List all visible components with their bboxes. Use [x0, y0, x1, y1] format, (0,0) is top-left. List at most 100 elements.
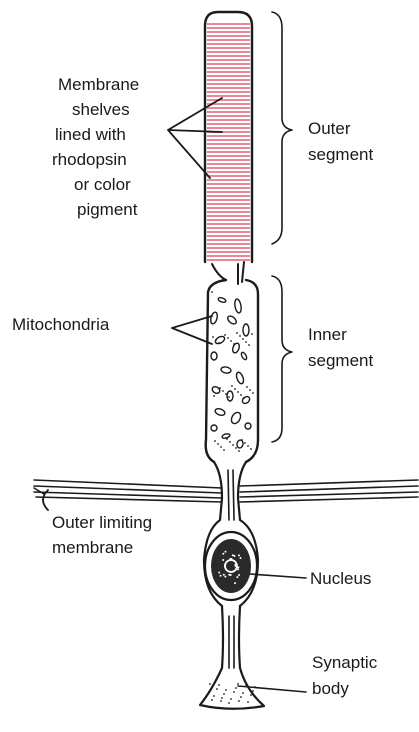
label-line: Inner — [308, 325, 347, 344]
granule — [233, 343, 235, 345]
granule — [232, 444, 234, 446]
label-mitochondria: Mitochondria — [12, 315, 110, 334]
mitochondrion — [222, 433, 231, 439]
mitochondrion — [211, 385, 221, 394]
synaptic-vesicle — [250, 694, 252, 696]
outer-limiting-membrane-band — [34, 480, 418, 502]
synaptic-vesicle — [228, 702, 230, 704]
label-line: Membrane — [58, 75, 139, 94]
granule — [217, 443, 219, 445]
granule — [251, 333, 253, 335]
label-outer-limiting-membrane: Outer limiting membrane — [52, 513, 152, 557]
synaptic-vesicle — [221, 697, 223, 699]
inner-segment-bracket — [272, 276, 292, 442]
granule — [226, 438, 228, 440]
label-line: membrane — [52, 538, 133, 557]
synaptic-vesicle — [242, 692, 244, 694]
label-membrane-shelves: Membrane shelves lined with rhodopsin or… — [52, 75, 139, 219]
label-line: shelves — [72, 100, 130, 119]
label-line: or color — [74, 175, 131, 194]
inner-segment — [206, 280, 258, 462]
granule — [220, 446, 222, 448]
label-nucleus: Nucleus — [310, 569, 371, 588]
mitochondrion — [240, 352, 247, 361]
granule — [229, 441, 231, 443]
label-line: lined with — [55, 125, 126, 144]
label-line: segment — [308, 351, 373, 370]
granule — [230, 340, 232, 342]
outer-segment — [205, 12, 252, 284]
label-line: segment — [308, 145, 373, 164]
nucleus — [205, 532, 257, 600]
synaptic-vesicle — [237, 683, 239, 685]
synaptic-vesicle — [223, 693, 225, 695]
granule — [228, 396, 230, 398]
mitochondrion — [211, 352, 217, 360]
synaptic-vesicle — [220, 700, 222, 702]
granule — [242, 338, 244, 340]
granule — [243, 397, 245, 399]
synaptic-vesicle — [230, 698, 232, 700]
mitochondrion — [243, 324, 249, 336]
granule — [247, 445, 249, 447]
granule — [236, 332, 238, 334]
label-line: pigment — [77, 200, 138, 219]
label-synaptic-body: Synaptic body — [312, 653, 378, 698]
granule — [241, 439, 243, 441]
synaptic-vesicle — [209, 683, 211, 685]
mitochondrion — [221, 366, 232, 374]
granule — [240, 394, 242, 396]
granule — [244, 442, 246, 444]
mitochondrion — [235, 371, 245, 384]
synaptic-vesicle — [238, 700, 240, 702]
granule — [250, 448, 252, 450]
granule — [213, 395, 215, 397]
outer-segment-bracket — [272, 12, 292, 244]
membrane-shelves — [207, 24, 250, 260]
mitochondrion — [214, 407, 225, 416]
granule — [211, 291, 213, 293]
granule — [219, 387, 221, 389]
granule — [231, 385, 233, 387]
label-line: Synaptic — [312, 653, 378, 672]
granule — [235, 447, 237, 449]
granule — [249, 389, 251, 391]
synaptic-vesicle — [213, 695, 215, 697]
granule — [238, 450, 240, 452]
granule — [234, 388, 236, 390]
granule — [225, 393, 227, 395]
granule — [212, 336, 214, 338]
granule — [218, 342, 220, 344]
mitochondrion — [230, 411, 243, 425]
label-line: Outer — [308, 119, 351, 138]
synaptic-vesicle — [225, 689, 227, 691]
synaptic-vesicle — [240, 696, 242, 698]
label-line: Outer limiting — [52, 513, 152, 532]
mitochondrion — [234, 299, 242, 314]
mitochondria-organelles — [210, 291, 254, 452]
granule — [227, 337, 229, 339]
mitochondrion — [241, 395, 251, 405]
label-line: body — [312, 679, 349, 698]
mitochondrion — [231, 342, 240, 353]
label-outer-segment: Outer segment — [308, 119, 373, 164]
mitochondrion — [245, 423, 251, 429]
label-line: rhodopsin — [52, 150, 127, 169]
synaptic-vesicle — [218, 684, 220, 686]
synaptic-vesicle — [235, 687, 237, 689]
granule — [252, 392, 254, 394]
granule — [222, 390, 224, 392]
mitochondrion — [210, 311, 219, 324]
synaptic-vesicle — [247, 701, 249, 703]
mitochondrion — [211, 425, 217, 431]
mitochondrion — [227, 391, 233, 401]
granule — [245, 341, 247, 343]
granule — [246, 386, 248, 388]
mitochondrion — [226, 314, 238, 325]
synaptic-vesicle — [233, 691, 235, 693]
mitochondrion — [236, 440, 243, 449]
granule — [248, 344, 250, 346]
label-inner-segment: Inner segment — [308, 325, 373, 370]
granule — [224, 334, 226, 336]
